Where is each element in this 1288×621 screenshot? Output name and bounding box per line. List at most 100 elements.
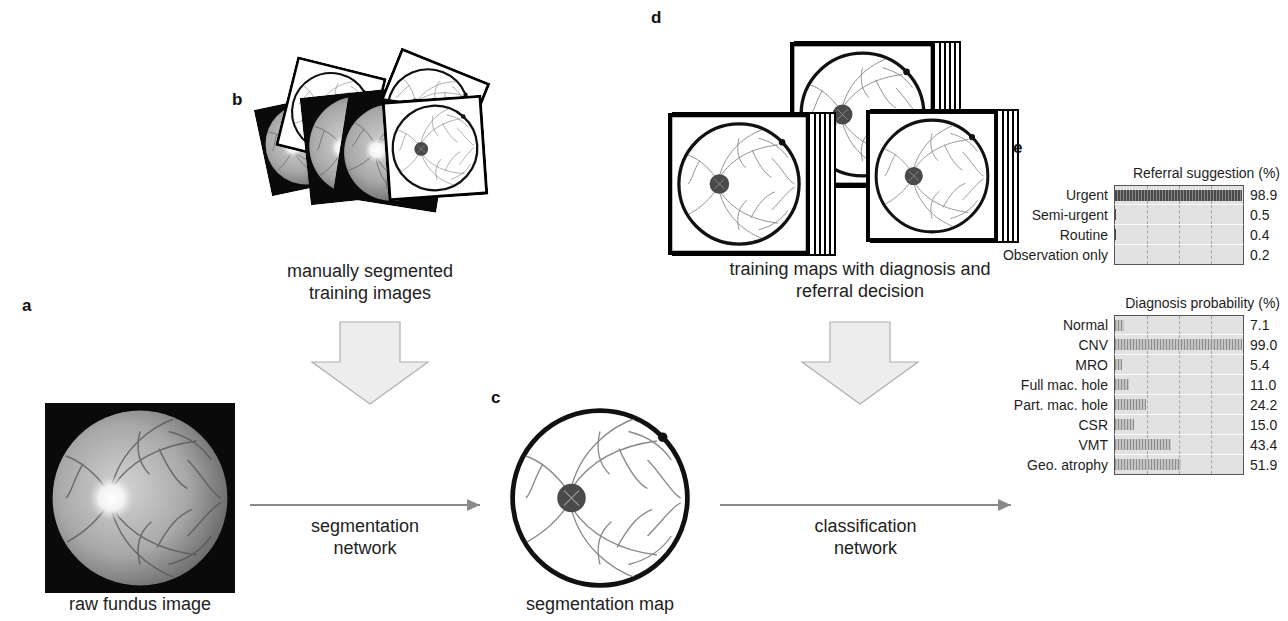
grid-line (1211, 415, 1212, 434)
grid-line (1179, 316, 1180, 334)
image-panel: segmentation map (480, 405, 720, 615)
probability-bar (1115, 459, 1181, 470)
plot-cell (1114, 315, 1244, 335)
probability-bar (1115, 190, 1242, 201)
probability-bar (1115, 249, 1116, 260)
probability-bar (1115, 320, 1124, 331)
chart-row: Full mac. hole 11.0 (1011, 375, 1280, 395)
probability-bar (1115, 379, 1129, 390)
value-label: 15.0 (1244, 417, 1280, 433)
chart-row: Routine0.4 (1000, 225, 1280, 245)
panel-letter: c (491, 388, 500, 408)
row-label: CSR (1011, 417, 1114, 433)
arrow-head (467, 499, 480, 511)
value-label: 99.0 (1244, 337, 1280, 353)
probability-bar (1115, 359, 1122, 370)
grid-line (1179, 415, 1180, 434)
chart-row: CNV 99.0 (1011, 335, 1280, 355)
row-label: Urgent (1000, 187, 1114, 203)
image-panel: manually segmented training images (240, 60, 500, 304)
panel-letter: a (22, 296, 31, 316)
image-caption: training maps with diagnosis and referra… (720, 258, 1000, 302)
grid-line (1179, 355, 1180, 374)
image-panel: raw fundus image (30, 405, 250, 615)
plot-cell (1114, 185, 1244, 205)
row-label: MRO (1011, 357, 1114, 373)
chart-row: VMT43.4 (1011, 435, 1280, 455)
chart-row: Observation only 0.2 (1000, 245, 1280, 265)
grid-line (1147, 415, 1148, 434)
chart-row: Urgent 98.9 (1000, 185, 1280, 205)
probability-bar (1115, 339, 1242, 350)
row-label: Routine (1000, 227, 1114, 243)
grid-line (1147, 316, 1148, 334)
value-label: 0.2 (1244, 247, 1280, 263)
grid-line (1147, 245, 1148, 264)
image-caption: manually segmented training images (270, 260, 470, 304)
panel-letter: e (1013, 138, 1022, 158)
chart-title: Diagnosis probability (%) (1011, 295, 1280, 312)
plot-cell (1114, 245, 1244, 265)
grid-line (1147, 205, 1148, 224)
chart-row: Normal 7.1 (1011, 315, 1280, 335)
arrow-head (998, 499, 1011, 511)
image-caption: segmentation map (490, 593, 710, 615)
row-label: Part. mac. hole (1011, 397, 1114, 413)
grid-line (1147, 395, 1148, 414)
value-label: 11.0 (1244, 377, 1280, 393)
grid-line (1147, 355, 1148, 374)
grid-line (1211, 395, 1212, 414)
row-label: Geo. atrophy (1011, 457, 1114, 473)
probability-bar (1115, 209, 1116, 220)
value-label: 98.9 (1244, 187, 1280, 203)
grid-line (1179, 435, 1180, 454)
value-label: 5.4 (1244, 357, 1280, 373)
row-label: Semi-urgent (1000, 207, 1114, 223)
plot-cell (1114, 225, 1244, 245)
edge-label: segmentation network (287, 515, 443, 559)
chart-row: Semi-urgent 0.5 (1000, 205, 1280, 225)
grid-line (1211, 316, 1212, 334)
value-label: 0.5 (1244, 207, 1280, 223)
plot-cell (1114, 415, 1244, 435)
grid-line (1147, 375, 1148, 394)
bar-chart-panel: Diagnosis probability (%) Normal 7.1CNV 99.… (1011, 295, 1280, 521)
grid-line (1147, 225, 1148, 244)
plot-cell (1114, 335, 1244, 355)
chart-row: Geo. atrophy 51.9 (1011, 455, 1280, 475)
chart-row: MRO 5.4 (1011, 355, 1280, 375)
row-label: VMT (1011, 437, 1114, 453)
grid-line (1211, 245, 1212, 264)
panel-letter: b (232, 90, 242, 110)
grid-line (1179, 395, 1180, 414)
value-label: 7.1 (1244, 317, 1280, 333)
probability-bar (1115, 399, 1146, 410)
plot-cell (1114, 375, 1244, 395)
grid-line (1211, 355, 1212, 374)
chart-row: Part. mac. hole 24.2 (1011, 395, 1280, 415)
grid-line (1211, 435, 1212, 454)
arrow-line (720, 504, 1011, 506)
edge-label: classification network (788, 515, 944, 559)
value-label: 51.9 (1244, 457, 1280, 473)
probability-bar (1115, 229, 1116, 240)
grid-line (1179, 375, 1180, 394)
arrow-line (250, 504, 480, 506)
value-label: 24.2 (1244, 397, 1280, 413)
flow-arrow (250, 499, 480, 511)
row-label: Observation only (1000, 247, 1114, 263)
probability-bar (1115, 419, 1134, 430)
row-label: Full mac. hole (1011, 377, 1114, 393)
grid-line (1179, 245, 1180, 264)
grid-line (1179, 205, 1180, 224)
plot-cell (1114, 455, 1244, 475)
panel-letter: d (651, 8, 661, 28)
grid-line (1211, 225, 1212, 244)
row-label: CNV (1011, 337, 1114, 353)
bar-chart-panel: Referral suggestion (%)Urgent98.9Semi-ur… (1000, 165, 1280, 265)
row-label: Normal (1011, 317, 1114, 333)
grid-line (1179, 225, 1180, 244)
plot-cell (1114, 205, 1244, 225)
image-panel: training maps with diagnosis and referra… (720, 30, 1000, 302)
